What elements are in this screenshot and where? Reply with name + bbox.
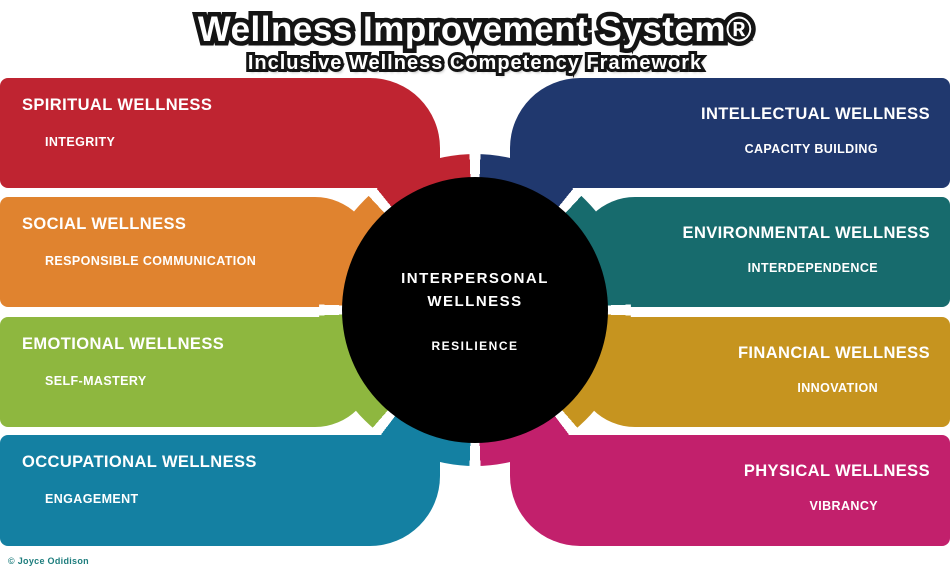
copyright-text: © Joyce Odidison: [8, 556, 89, 566]
bar-title: FINANCIAL WELLNESS: [737, 344, 930, 362]
center-competency: RESILIENCE: [431, 339, 519, 354]
bar-competency: INTEGRITY: [45, 135, 116, 149]
bar-title: SOCIAL WELLNESS: [22, 215, 187, 233]
page-title-text: Wellness Improvement System®: [197, 10, 753, 49]
bar-competency: VIBRANCY: [809, 499, 878, 513]
bar-title: OCCUPATIONAL WELLNESS: [22, 453, 257, 471]
bar-physical-wellness: PHYSICAL WELLNESS VIBRANCY: [510, 435, 950, 546]
bar-financial-wellness: FINANCIAL WELLNESS INNOVATION: [575, 317, 950, 427]
bar-title: PHYSICAL WELLNESS: [743, 462, 930, 480]
page-title-outline-layer: Wellness Improvement System®: [193, 6, 756, 54]
page-subtitle-outline-layer: Inclusive Wellness Competency Framework: [245, 49, 704, 77]
bar-social-wellness: SOCIAL WELLNESS RESPONSIBLE COMMUNICATIO…: [0, 197, 375, 307]
bar-title: SPIRITUAL WELLNESS: [22, 96, 213, 114]
page-subtitle: Inclusive Wellness Competency Framework …: [0, 49, 950, 77]
page-subtitle-text: Inclusive Wellness Competency Framework: [247, 52, 703, 74]
center-title: INTERPERSONAL WELLNESS: [401, 269, 549, 310]
bar-occupational-wellness: OCCUPATIONAL WELLNESS ENGAGEMENT: [0, 435, 440, 546]
bar-title: INTELLECTUAL WELLNESS: [700, 105, 930, 123]
center-circle: INTERPERSONAL WELLNESS RESILIENCE: [342, 177, 608, 443]
bar-competency: ENGAGEMENT: [45, 492, 139, 506]
bar-competency: CAPACITY BUILDING: [744, 142, 878, 156]
bar-environmental-wellness: ENVIRONMENTAL WELLNESS INTERDEPENDENCE: [575, 197, 950, 307]
bar-competency: INTERDEPENDENCE: [747, 261, 878, 275]
bar-competency: SELF-MASTERY: [45, 374, 147, 388]
bar-intellectual-wellness: INTELLECTUAL WELLNESS CAPACITY BUILDING: [510, 78, 950, 188]
bar-competency: RESPONSIBLE COMMUNICATION: [45, 254, 257, 268]
bar-competency: INNOVATION: [797, 381, 878, 395]
bar-emotional-wellness: EMOTIONAL WELLNESS SELF-MASTERY: [0, 317, 375, 427]
bar-spiritual-wellness: SPIRITUAL WELLNESS INTEGRITY: [0, 78, 440, 188]
bar-title: ENVIRONMENTAL WELLNESS: [682, 224, 930, 242]
bar-title: EMOTIONAL WELLNESS: [22, 335, 225, 353]
page-title: Wellness Improvement System® Wellness Im…: [0, 6, 950, 54]
